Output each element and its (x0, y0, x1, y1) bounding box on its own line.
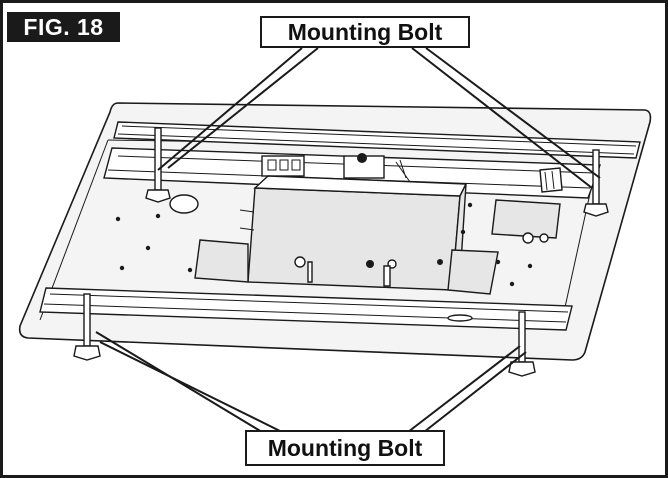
top-rail (113, 121, 641, 159)
callout-mounting-bolt-top: Mounting Bolt (260, 16, 470, 48)
callout-mounting-bolt-bottom: Mounting Bolt (245, 430, 445, 466)
driver-box (194, 175, 561, 295)
mounting-bolt-bottom-left (73, 293, 101, 361)
figure-label: FIG. 18 (7, 12, 120, 42)
wire-connectors (261, 153, 563, 193)
mounting-bolt-top-right (583, 149, 609, 217)
mounting-bolt-top-left (145, 127, 171, 203)
bottom-rail (39, 287, 573, 331)
leader-lines-bottom (95, 331, 527, 433)
leader-lines-top (157, 47, 601, 189)
mounting-bolt-bottom-right (508, 311, 536, 377)
plate-holes (115, 194, 533, 287)
